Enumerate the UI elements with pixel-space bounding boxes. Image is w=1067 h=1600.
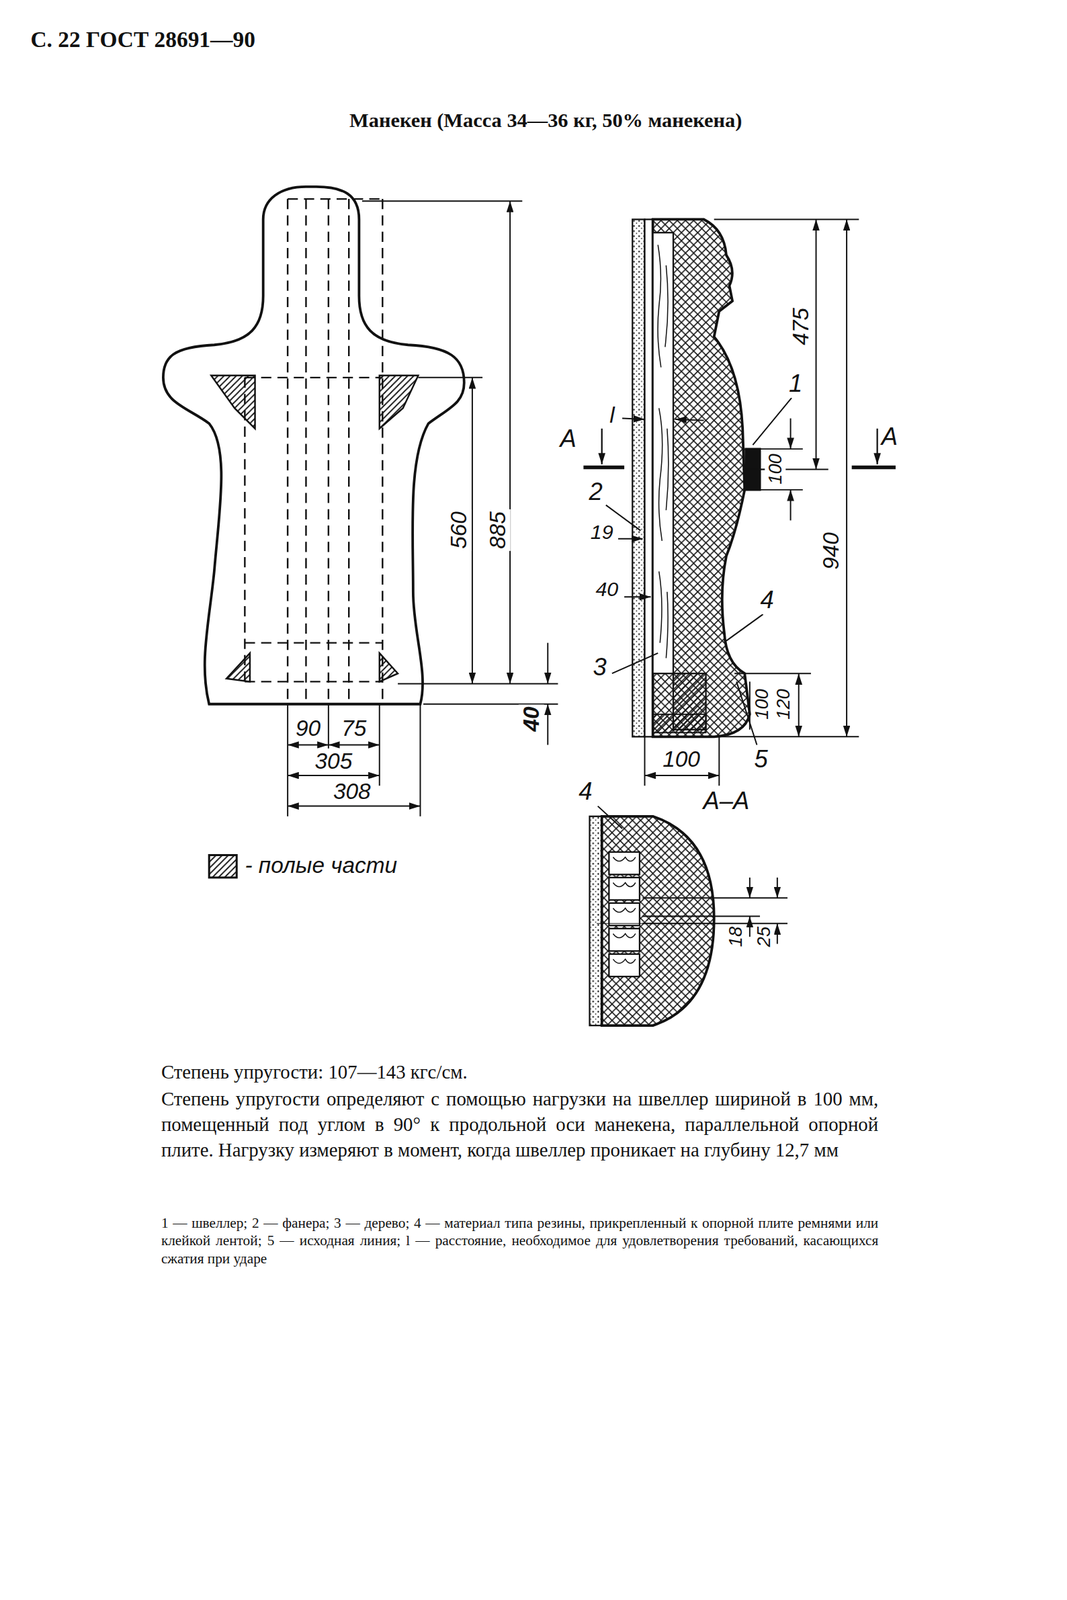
dimension: 475 (788, 305, 814, 348)
dimension: 75 (339, 715, 369, 742)
dimension: 560 (446, 509, 472, 552)
section-mark: А (879, 422, 900, 451)
dimension: 40 (518, 704, 545, 734)
dimension: 40 (593, 577, 621, 601)
legend-text: - полые части (244, 852, 398, 879)
dimension: 120 (772, 686, 794, 722)
dimension: 90 (293, 715, 323, 742)
dimension: 18 (724, 924, 746, 949)
spec-text: Степень упругости: 107—143 кгс/см. (161, 1058, 879, 1085)
dimension: 308 (331, 778, 373, 805)
dimension: 940 (818, 530, 844, 572)
section-title: А–А (700, 786, 752, 816)
callout-number: 3 (591, 653, 609, 682)
dimension: 885 (485, 509, 511, 552)
page-header: С. 22 ГОСТ 28691—90 (30, 26, 256, 53)
callout-number: 4 (758, 585, 777, 615)
spec-text: Степень упругости определяют с помощью н… (161, 1085, 879, 1163)
callout-number: 5 (751, 745, 770, 774)
dimension: 100 (751, 686, 773, 722)
dimension: 100 (764, 452, 786, 488)
dimension: 19 (588, 520, 616, 544)
key-note: 1 — швеллер; 2 — фанера; 3 — дерево; 4 —… (161, 1214, 879, 1268)
dimension: 100 (660, 745, 703, 772)
callout-number: l (607, 402, 617, 429)
section-mark: А (557, 424, 578, 453)
drawing-title: Манекен (Масса 34—36 кг, 50% манекена) (349, 108, 742, 133)
callout-number: 4 (576, 777, 594, 806)
dimension: 305 (313, 747, 355, 774)
callout-number: 1 (786, 369, 805, 398)
callout-number: 2 (586, 477, 605, 506)
dimension: 25 (753, 924, 775, 949)
